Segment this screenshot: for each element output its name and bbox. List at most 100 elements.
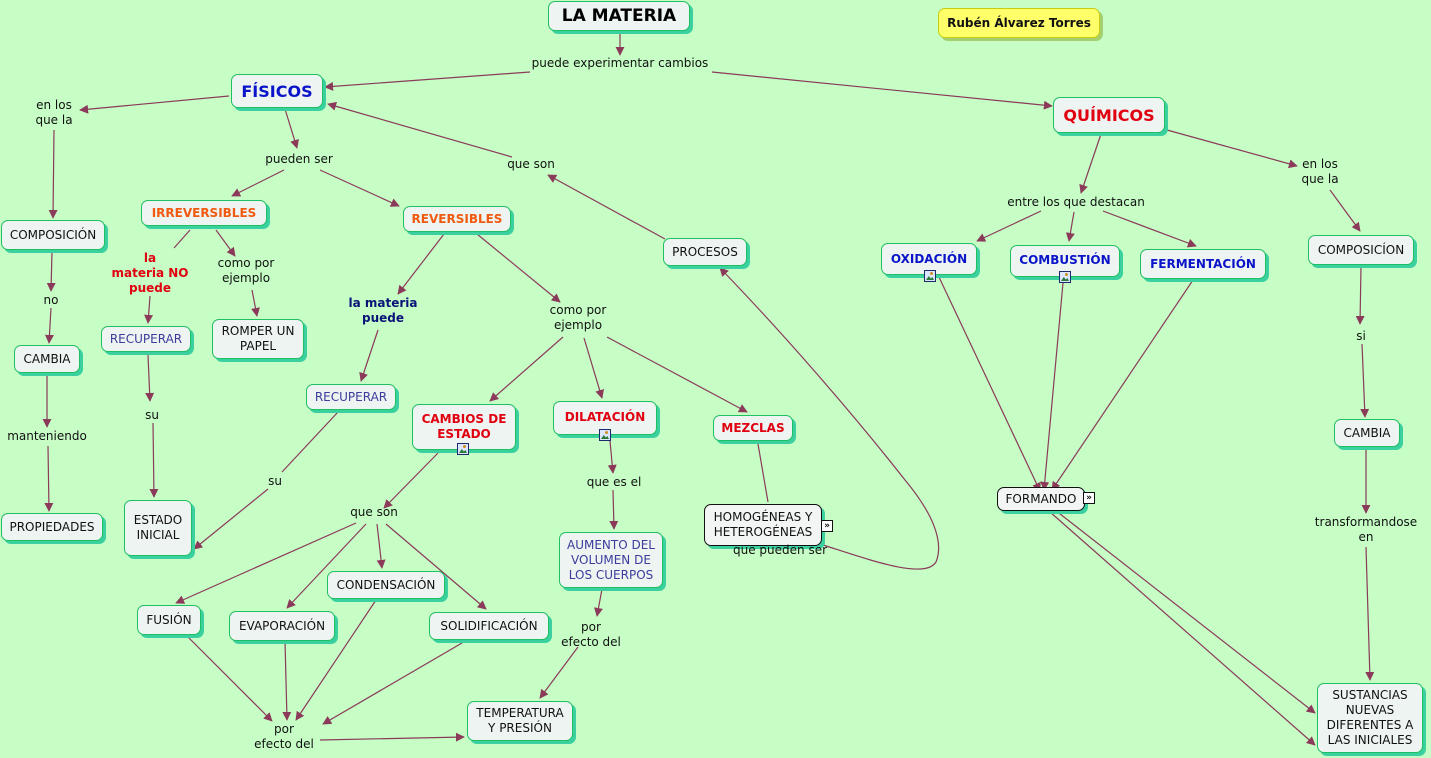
connector-line <box>324 71 531 91</box>
connector-line <box>547 174 666 240</box>
connector-line <box>44 307 54 344</box>
connector-line <box>327 101 513 158</box>
concept-evaporacion[interactable]: EVAPORACIÓN <box>229 611 335 641</box>
connector-line <box>757 443 769 503</box>
link-phrase: como por ejemplo <box>217 256 275 285</box>
connector-line <box>46 251 56 292</box>
connector-line <box>282 640 292 721</box>
concept-composicion-left[interactable]: COMPOSICIÓN <box>1 220 105 250</box>
concept-recuperar-1[interactable]: RECUPERAR <box>101 326 191 352</box>
concept-mezclas-label: MEZCLAS <box>721 420 785 435</box>
concept-irreversibles-label: IRREVERSIBLES <box>151 205 257 220</box>
concept-quimicos-label: QUÍMICOS <box>1063 105 1155 125</box>
concept-cambia-right[interactable]: CAMBIA <box>1334 419 1400 447</box>
connector-line <box>711 71 1053 110</box>
connector-line <box>937 274 1041 492</box>
link-phrase: manteniendo <box>7 429 87 443</box>
connector-line <box>1365 546 1375 681</box>
connector-line <box>175 522 357 604</box>
concept-oxidacion-label: OXIDACIÓN <box>890 252 968 266</box>
connector-line <box>322 642 463 725</box>
concept-dilatacion-label: DILATACIÓN <box>564 410 646 424</box>
link-phrase: que son <box>350 505 398 519</box>
link-phrase: por efecto del <box>254 722 314 751</box>
connector-line <box>359 329 379 382</box>
concept-temperatura-presion[interactable]: TEMPERATURA Y PRESIÓN <box>467 701 573 741</box>
connector-line <box>284 108 299 149</box>
connector-line <box>594 588 603 617</box>
connector-line <box>193 488 269 550</box>
connector-line <box>1040 282 1064 491</box>
author-label: Rubén Álvarez Torres <box>938 8 1100 38</box>
concept-recuperar-2[interactable]: RECUPERAR <box>306 384 396 410</box>
concept-reversibles-label: REVERSIBLES <box>411 211 503 226</box>
connector-line <box>1166 129 1298 169</box>
concept-cambios-de-estado-label: CAMBIOS DE ESTADO <box>421 412 507 441</box>
connector-line <box>187 636 273 722</box>
concept-cambios-de-estado[interactable]: CAMBIOS DE ESTADO <box>412 404 516 450</box>
concept-fisicos[interactable]: FÍSICOS <box>231 74 323 108</box>
concept-fermentacion[interactable]: FERMENTACIÓN <box>1140 249 1266 279</box>
link-phrase: entre los que destacan <box>1007 195 1145 209</box>
concept-sustancias-nuevas[interactable]: SUSTANCIAS NUEVAS DIFERENTES A LAS INICI… <box>1317 683 1423 753</box>
concept-mezclas[interactable]: MEZCLAS <box>713 415 793 441</box>
concept-homogeneas-heterogeneas[interactable]: HOMOGÉNEAS Y HETEROGÉNEAS <box>704 504 822 546</box>
expand-icon[interactable]: » <box>821 520 833 532</box>
concept-formando[interactable]: FORMANDO <box>997 487 1085 511</box>
connector-line <box>1054 509 1316 714</box>
expand-icon[interactable]: » <box>1083 492 1095 504</box>
connector-line <box>383 452 439 509</box>
concept-procesos[interactable]: PROCESOS <box>663 238 747 266</box>
connector-line <box>145 354 155 402</box>
connector-curve <box>719 267 940 570</box>
concept-fusion[interactable]: FUSIÓN <box>137 605 201 635</box>
connector-line <box>489 336 564 402</box>
connector-line <box>1102 210 1197 248</box>
image-icon[interactable] <box>457 443 469 455</box>
connector-line <box>376 523 386 569</box>
concept-romper-papel[interactable]: ROMPER UN PAPEL <box>212 319 304 359</box>
concept-la-materia[interactable]: LA MATERIA <box>548 1 690 31</box>
link-phrase: por efecto del <box>561 620 621 649</box>
link-phrase: transformandose en <box>1314 515 1418 544</box>
concept-combustion-label: COMBUSTIÓN <box>1019 253 1111 267</box>
connector-line <box>48 129 58 219</box>
connector-line <box>319 169 400 207</box>
link-phrase: no <box>43 293 59 307</box>
link-phrase: la materia NO puede <box>111 251 189 295</box>
connector-line <box>1051 279 1194 491</box>
connector-line <box>397 233 445 295</box>
link-phrase: la materia puede <box>348 296 418 325</box>
concept-cambia-left[interactable]: CAMBIA <box>14 345 80 373</box>
image-icon[interactable] <box>1059 271 1071 283</box>
connector-line <box>607 440 617 474</box>
concept-recuperar-2-label: RECUPERAR <box>314 389 388 404</box>
connector-line <box>286 523 367 609</box>
connector-line <box>44 445 54 512</box>
connector-line <box>539 646 579 699</box>
concept-aumento-volumen[interactable]: AUMENTO DEL VOLUMEN DE LOS CUERPOS <box>559 532 663 588</box>
image-icon[interactable] <box>924 270 936 282</box>
link-phrase: si <box>1356 329 1366 343</box>
image-icon[interactable] <box>599 429 611 441</box>
concept-irreversibles[interactable]: IRREVERSIBLES <box>141 200 267 226</box>
concept-solidificacion[interactable]: SOLIDIFICACIÓN <box>429 612 549 640</box>
connector-line <box>1079 133 1102 194</box>
connector-line <box>609 489 619 530</box>
concept-composicion-right[interactable]: COMPOSICÍON <box>1308 235 1414 265</box>
concept-reversibles[interactable]: REVERSIBLES <box>403 206 511 232</box>
concept-recuperar-1-label: RECUPERAR <box>109 331 183 346</box>
concept-estado-inicial[interactable]: ESTADO INICIAL <box>124 500 192 556</box>
connector-line <box>281 411 339 473</box>
concept-propiedades[interactable]: PROPIEDADES <box>1 513 103 541</box>
link-phrase: que pueden ser <box>732 543 828 557</box>
concept-fermentacion-label: FERMENTACIÓN <box>1150 256 1256 271</box>
connector-line <box>1049 511 1316 746</box>
concept-condensacion[interactable]: CONDENSACIÓN <box>327 571 445 599</box>
concept-quimicos[interactable]: QUÍMICOS <box>1053 97 1165 133</box>
connector-line <box>385 523 487 610</box>
connector-line <box>79 95 230 114</box>
link-phrase: en los que la <box>35 98 73 127</box>
